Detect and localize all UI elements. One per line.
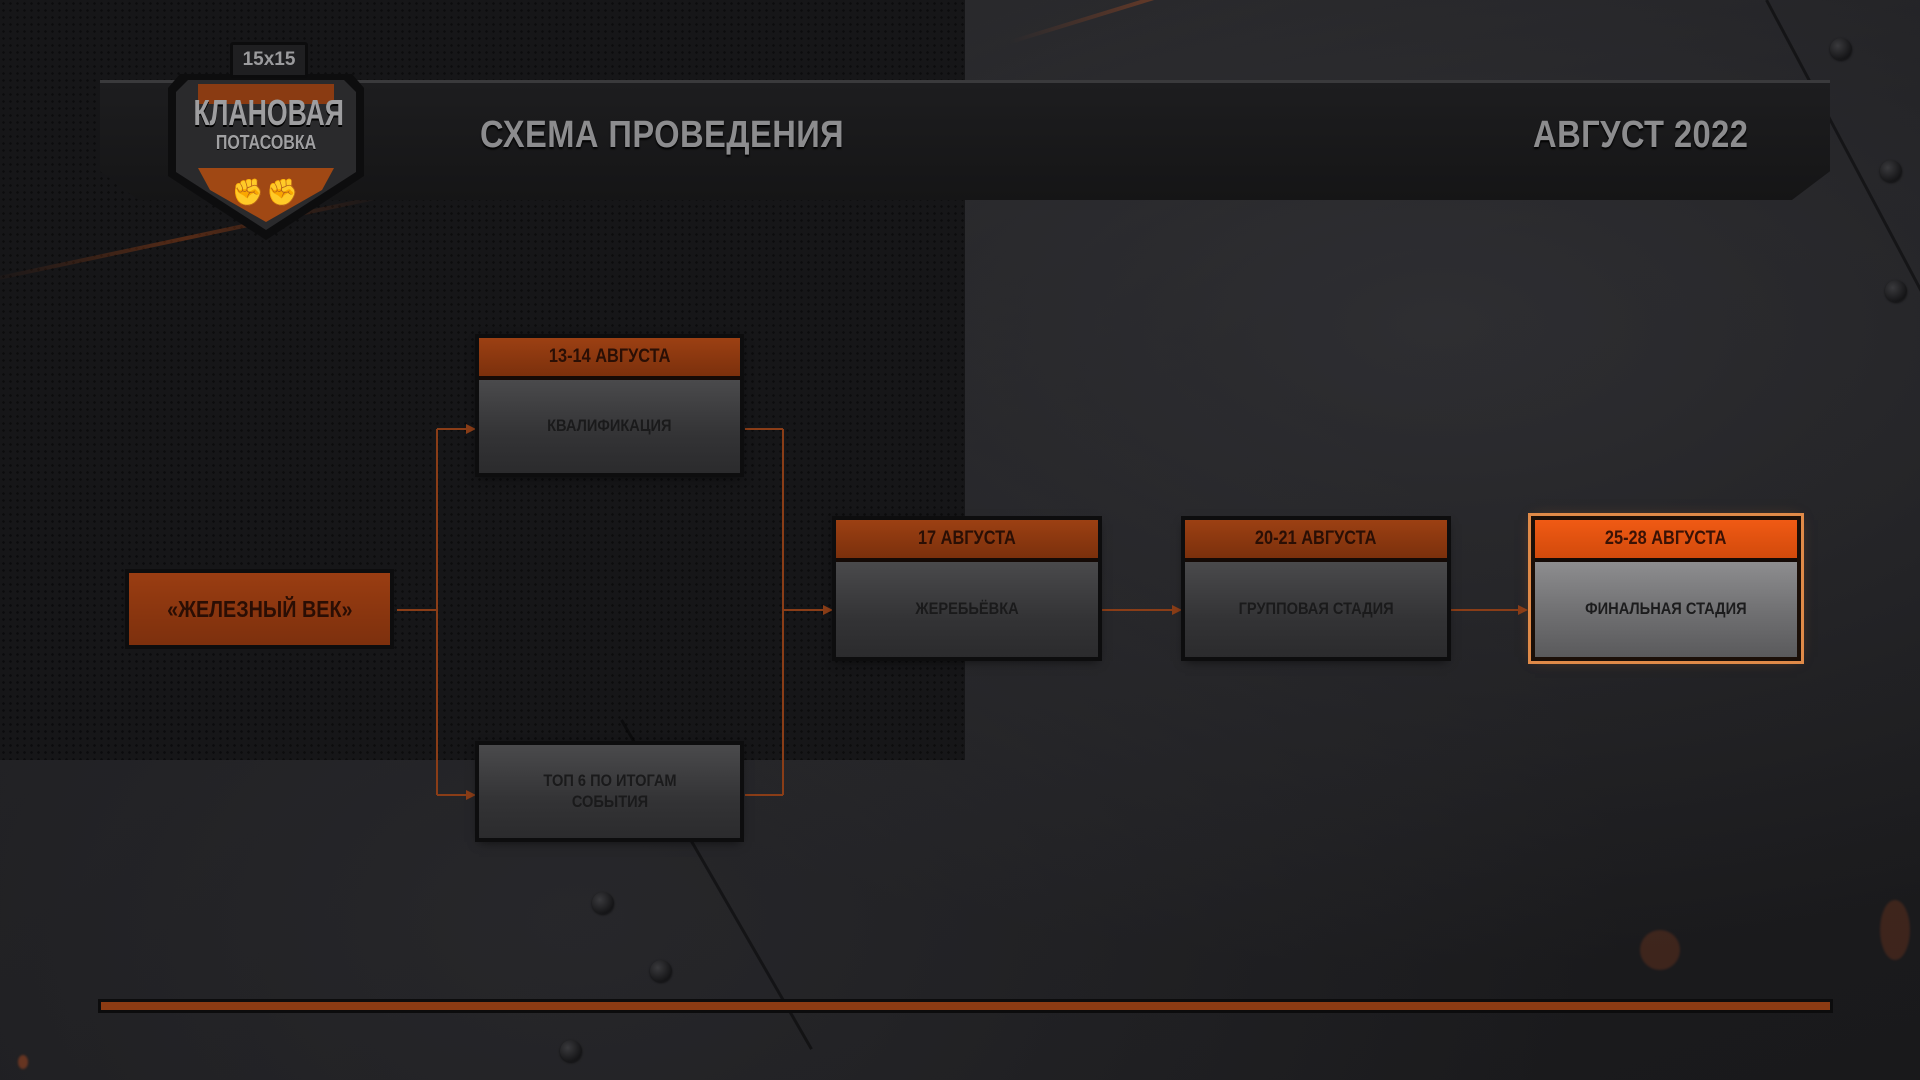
stage-qualification: 13-14 АВГУСТА КВАЛИФИКАЦИЯ <box>479 338 740 473</box>
rivet <box>1885 280 1907 302</box>
stage-label: КВАЛИФИКАЦИЯ <box>479 380 740 473</box>
rivet <box>650 960 672 982</box>
logo-badge: 15x15 <box>230 42 308 78</box>
stage-draw: 17 АВГУСТА ЖЕРЕБЬЁВКА <box>836 520 1098 657</box>
fists-icon: ✊✊ <box>231 177 301 207</box>
shield-icon <box>168 74 364 240</box>
page-date: АВГУСТ 2022 <box>1532 114 1748 156</box>
stage-label: ФИНАЛЬНАЯ СТАДИЯ <box>1535 562 1797 657</box>
ember <box>18 1055 28 1069</box>
stage-group: 20-21 АВГУСТА ГРУППОВАЯ СТАДИЯ <box>1185 520 1447 657</box>
header-plate <box>100 80 1830 200</box>
stage-date: 17 АВГУСТА <box>836 520 1098 562</box>
stage-date: 25-28 АВГУСТА <box>1535 520 1797 562</box>
start-node-label: «ЖЕЛЕЗНЫЙ ВЕК» <box>166 595 353 622</box>
logo-title-line2: ПОТАСОВКА <box>215 132 317 154</box>
ember <box>1640 930 1680 970</box>
stage-label: ЖЕРЕБЬЁВКА <box>836 562 1098 657</box>
rivet <box>1830 38 1852 60</box>
bottom-accent-stripe <box>101 1002 1830 1010</box>
rivet <box>560 1040 582 1062</box>
stage-top6: ТОП 6 ПО ИТОГАМ СОБЫТИЯ <box>479 745 740 838</box>
rivet <box>1880 160 1902 182</box>
stage-date: 20-21 АВГУСТА <box>1185 520 1447 562</box>
stage-label: ТОП 6 ПО ИТОГАМ СОБЫТИЯ <box>479 745 740 838</box>
logo-title-line1: КЛАНОВАЯ <box>193 92 344 133</box>
stage-label: ГРУППОВАЯ СТАДИЯ <box>1185 562 1447 657</box>
stage-final: 25-28 АВГУСТА ФИНАЛЬНАЯ СТАДИЯ <box>1535 520 1797 657</box>
ember <box>1880 900 1910 960</box>
start-node-iron-age: «ЖЕЛЕЗНЫЙ ВЕК» <box>129 573 390 645</box>
header-bar: СХЕМА ПРОВЕДЕНИЯ АВГУСТ 2022 <box>100 80 1830 208</box>
logo: 15x15 КЛАНОВАЯ ПОТАСОВКА ✊✊ <box>168 40 364 240</box>
stage-date: 13-14 АВГУСТА <box>479 338 740 380</box>
page-title: СХЕМА ПРОВЕДЕНИЯ <box>480 114 845 156</box>
rivet <box>592 892 614 914</box>
